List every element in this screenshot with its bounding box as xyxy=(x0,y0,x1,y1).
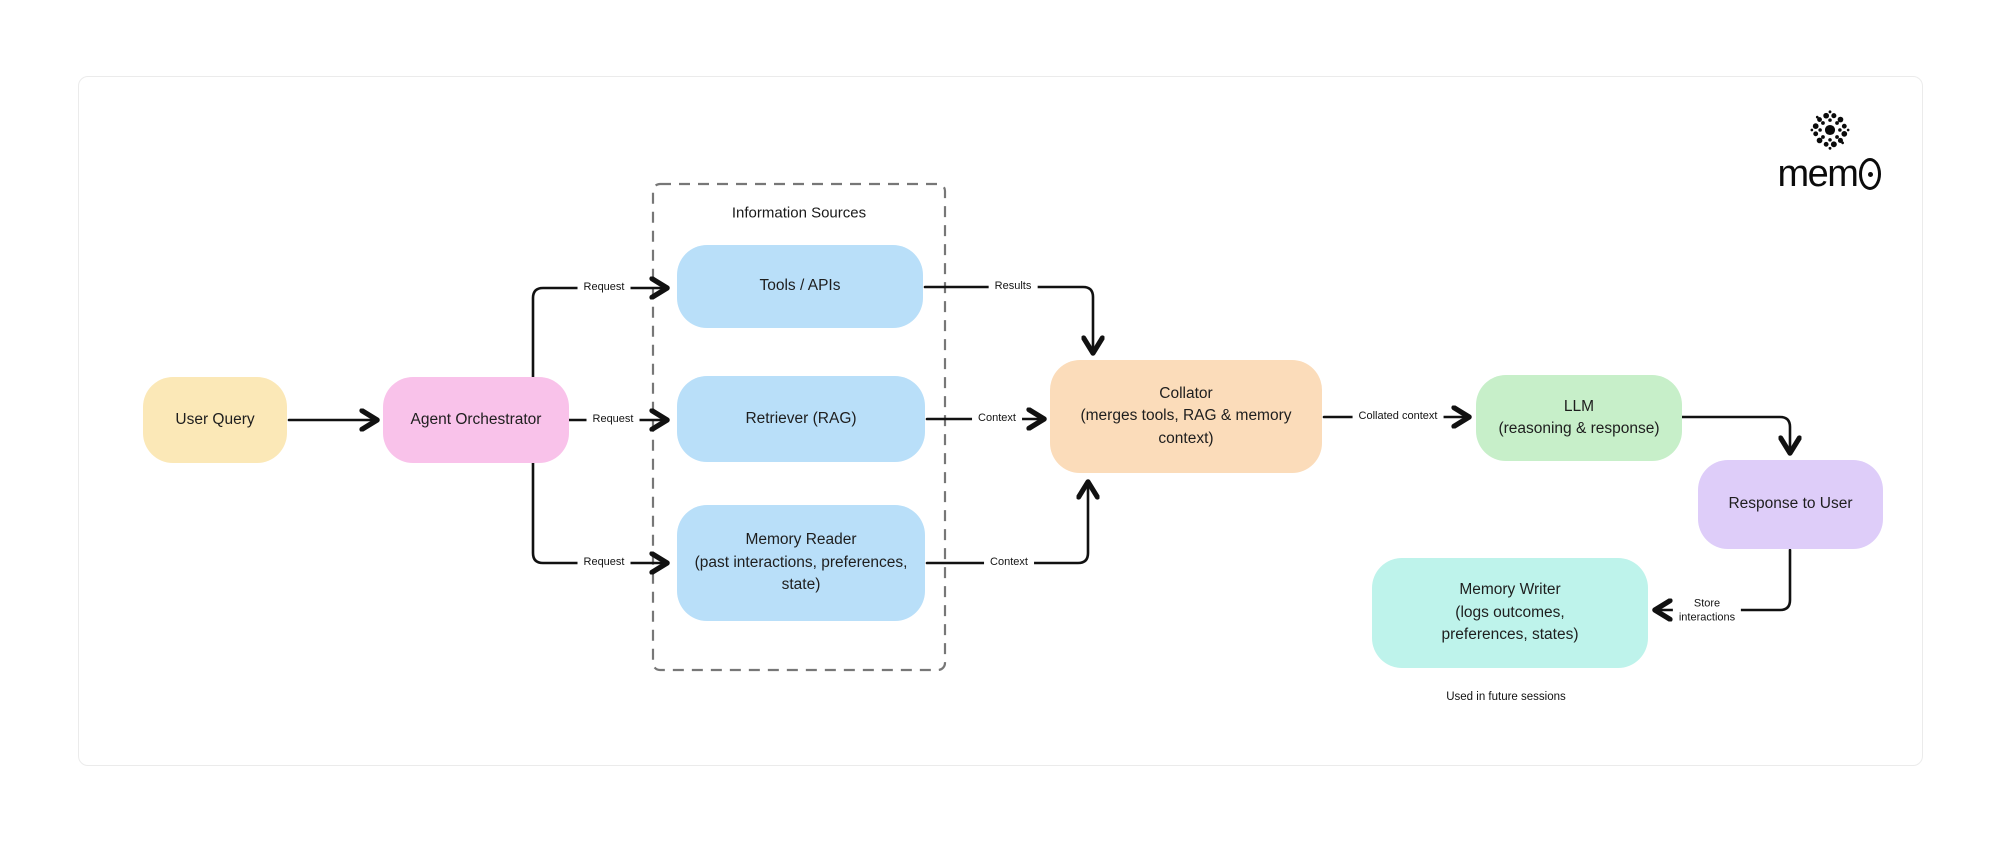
node-retriever-rag: Retriever (RAG) xyxy=(677,376,925,462)
edge-label-context-retriever: Context xyxy=(972,411,1022,427)
node-user-query-label: User Query xyxy=(175,410,255,428)
dot-cluster-icon xyxy=(1810,110,1849,150)
mem0-logo: mem xyxy=(1769,108,1890,195)
edge-label-request-memory: Request xyxy=(577,555,631,571)
edge-label-request-tools: Request xyxy=(577,280,631,296)
node-response-to-user: Response to User xyxy=(1698,460,1883,549)
edge-label-context-memory: Context xyxy=(984,555,1034,571)
node-user-query: User Query xyxy=(143,377,287,463)
mem0-zero-glyph xyxy=(1859,158,1882,191)
node-memory-reader-label: Memory Reader (past interactions, prefer… xyxy=(694,531,908,594)
node-memory-reader: Memory Reader (past interactions, prefer… xyxy=(677,505,925,621)
node-response-to-user-label: Response to User xyxy=(1728,495,1853,513)
node-agent-orchestrator: Agent Orchestrator xyxy=(383,377,569,463)
mem0-wordmark-mem: mem xyxy=(1777,153,1859,195)
used-in-future-sessions-label: Used in future sessions xyxy=(1446,691,1566,703)
node-collator: Collator (merges tools, RAG & memory con… xyxy=(1050,360,1322,473)
node-llm: LLM (reasoning & response) xyxy=(1476,375,1682,461)
mem0-wordmark: mem xyxy=(1777,153,1882,195)
node-agent-orchestrator-label: Agent Orchestrator xyxy=(410,410,542,428)
edge-label-results: Results xyxy=(988,279,1038,295)
node-tools-apis-label: Tools / APIs xyxy=(759,277,841,295)
node-collator-label: Collator (merges tools, RAG & memory con… xyxy=(1080,384,1292,447)
edge-label-store-interactions: Store interactions xyxy=(1672,596,1742,626)
node-memory-writer-label: Memory Writer (logs outcomes, preference… xyxy=(1441,581,1579,644)
edge-label-collated-context: Collated context xyxy=(1352,409,1444,425)
edge-label-request-retriever: Request xyxy=(586,412,640,428)
node-memory-writer: Memory Writer (logs outcomes, preference… xyxy=(1372,558,1648,668)
node-llm-label: LLM (reasoning & response) xyxy=(1498,397,1660,437)
information-sources-group-title: Information Sources xyxy=(731,204,867,222)
node-tools-apis: Tools / APIs xyxy=(677,245,923,328)
node-retriever-rag-label: Retriever (RAG) xyxy=(745,409,857,427)
